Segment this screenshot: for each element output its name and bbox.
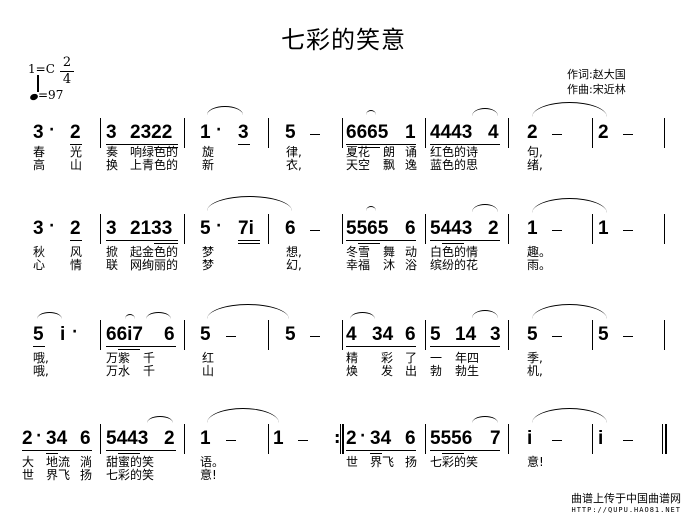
credits: 作词:赵大国 作曲:宋近林 bbox=[567, 67, 626, 97]
final-barline bbox=[662, 424, 667, 454]
tempo-marking: =97 bbox=[29, 75, 63, 102]
lyricist: 作词:赵大国 bbox=[567, 68, 626, 81]
repeat-dots: : bbox=[334, 428, 341, 447]
time-signature: 2 4 bbox=[60, 56, 74, 87]
composer: 作曲:宋近林 bbox=[567, 83, 626, 96]
song-title: 七彩的笑意 bbox=[281, 26, 406, 54]
watermark: 曲谱上传于中国曲谱网 HTTP://QUPU.HAO81.NET bbox=[571, 492, 681, 514]
key-signature: 1=C bbox=[28, 62, 55, 76]
